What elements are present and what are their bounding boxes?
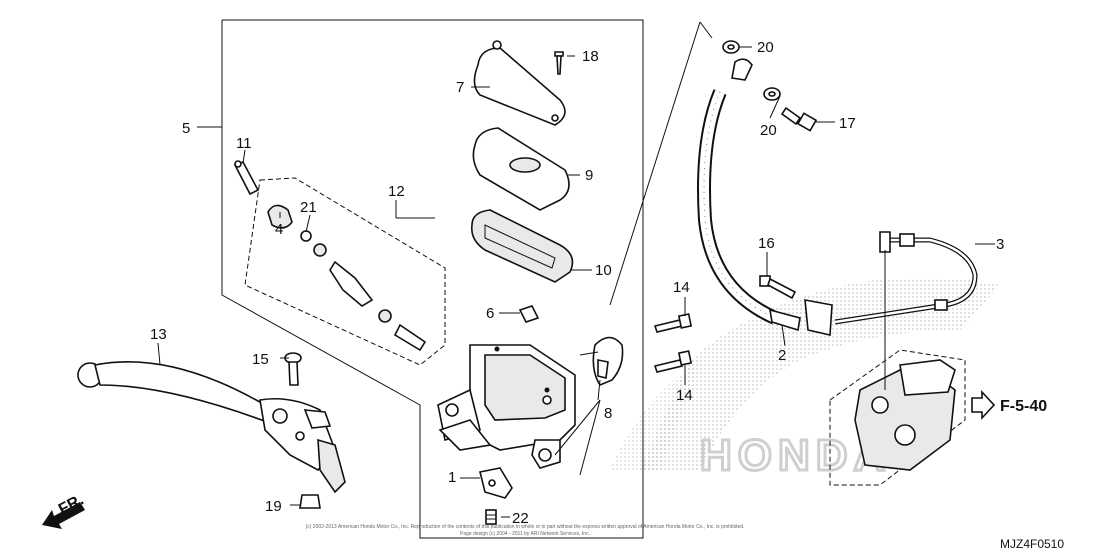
leader-lines xyxy=(157,21,995,518)
callout-19: 19 xyxy=(265,498,282,515)
callout-21: 21 xyxy=(300,199,317,216)
callout-8: 8 xyxy=(604,405,612,422)
clip-6 xyxy=(518,305,540,323)
diaphragm-10 xyxy=(470,209,574,283)
callout-16: 16 xyxy=(758,235,775,252)
bolt-14-lower xyxy=(653,350,693,373)
callout-2: 2 xyxy=(778,347,786,364)
brake-lever-13 xyxy=(77,360,346,494)
reference-arrow xyxy=(971,389,996,421)
callout-3: 3 xyxy=(996,236,1004,253)
callout-labels: 5 11 12 21 4 7 18 9 10 6 8 1 22 15 13 19… xyxy=(150,39,1004,527)
assembly-12-outline xyxy=(244,177,446,366)
screw-22 xyxy=(485,509,497,525)
callout-9: 9 xyxy=(585,167,593,184)
reservoir-cap-7 xyxy=(473,40,566,126)
callout-20-upper: 20 xyxy=(757,39,774,56)
callout-13: 13 xyxy=(150,326,167,343)
screw-18 xyxy=(554,51,564,75)
callout-4: 4 xyxy=(275,221,283,238)
front-direction-arrow-icon xyxy=(42,502,85,529)
master-cylinder-body xyxy=(437,344,576,469)
callout-17: 17 xyxy=(839,115,856,132)
pivot-bolt-15 xyxy=(284,352,302,386)
abs-modulator-reference xyxy=(829,250,966,486)
sealing-washer-20-upper xyxy=(722,40,740,54)
copyright-line-2: Page design (c) 2004 - 2011 by ARI Netwo… xyxy=(460,531,590,537)
callout-11: 11 xyxy=(236,135,252,152)
callout-10: 10 xyxy=(595,262,612,279)
callout-6: 6 xyxy=(486,305,494,322)
brake-hose-2 xyxy=(697,58,833,336)
callout-18: 18 xyxy=(582,48,599,65)
bleeder-11 xyxy=(233,160,260,196)
diagram-code: MJZ4F0510 xyxy=(1000,537,1064,551)
nut-19 xyxy=(299,494,321,509)
front-stop-switch-1 xyxy=(479,467,513,499)
copyright-line-1: (c) 2002-2013 American Honda Motor Co., … xyxy=(306,524,745,530)
brake-pipe-3 xyxy=(834,231,978,325)
callout-14-lower: 14 xyxy=(676,387,693,404)
honda-wing-watermark: HONDA xyxy=(610,277,1000,482)
bolt-14-upper xyxy=(653,313,693,333)
callout-12: 12 xyxy=(388,183,405,200)
clamp-holder-8 xyxy=(592,336,624,386)
sealing-washer-20-lower xyxy=(763,87,781,101)
callout-5: 5 xyxy=(182,120,190,137)
honda-watermark-text: HONDA xyxy=(700,431,891,480)
assembly-5-outline xyxy=(221,19,644,539)
callout-7: 7 xyxy=(456,79,464,96)
callout-14-upper: 14 xyxy=(673,279,690,296)
callout-20-lower: 20 xyxy=(760,122,777,139)
callout-15: 15 xyxy=(252,351,269,368)
callout-1: 1 xyxy=(448,469,456,486)
callout-22: 22 xyxy=(512,510,529,527)
piston-kit-parts xyxy=(267,204,427,352)
bolt-16 xyxy=(759,275,797,300)
reference-page-label[interactable]: F-5-40 xyxy=(1000,398,1047,415)
oil-bolt-17 xyxy=(780,106,818,132)
diaphragm-plate-9 xyxy=(472,127,570,211)
